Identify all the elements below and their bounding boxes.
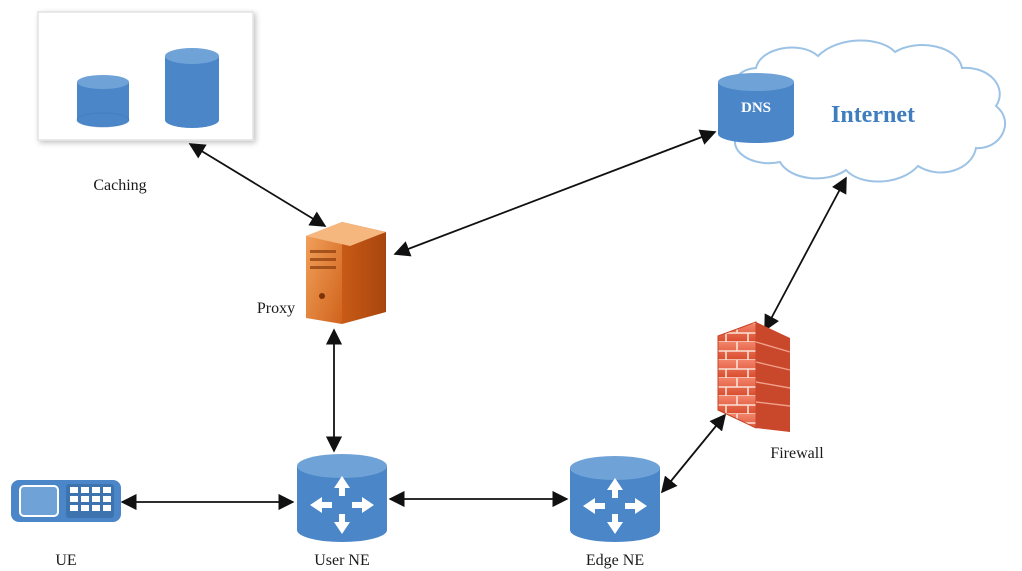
- proxy-node: Proxy: [257, 222, 386, 324]
- server-icon: [306, 222, 386, 324]
- edge-edge-ne-firewall: [660, 413, 727, 494]
- caching-box: [37, 11, 254, 141]
- ue-label: UE: [55, 552, 76, 569]
- ue-node: UE: [11, 480, 121, 569]
- dns-label: DNS: [741, 100, 771, 116]
- router-icon: [297, 454, 387, 542]
- database-icon: [76, 75, 130, 128]
- firewall-label: Firewall: [770, 445, 824, 462]
- mobile-terminal-icon: [11, 480, 121, 522]
- internet-label: Internet: [831, 102, 915, 128]
- internet-node: DNS Internet: [718, 39, 1007, 183]
- edge-ne-label: Edge NE: [586, 552, 644, 569]
- firewall-icon: [717, 321, 791, 432]
- edge-caching-proxy: [188, 143, 327, 227]
- edge-firewall-internet: [764, 176, 847, 332]
- database-icon: [165, 48, 219, 128]
- user-ne-node: User NE: [297, 454, 387, 569]
- cloud-icon: [727, 39, 1007, 183]
- router-icon: [570, 456, 660, 542]
- firewall-node: Firewall: [717, 321, 824, 462]
- database-icon: DNS: [718, 73, 794, 143]
- caching-label: Caching: [93, 177, 146, 194]
- user-ne-label: User NE: [314, 552, 370, 569]
- edges: [120, 129, 847, 511]
- caching-node: Caching: [37, 11, 254, 194]
- edge-proxy-dns: [393, 129, 717, 257]
- proxy-label: Proxy: [257, 300, 295, 317]
- edge-ne-node: Edge NE: [570, 456, 660, 569]
